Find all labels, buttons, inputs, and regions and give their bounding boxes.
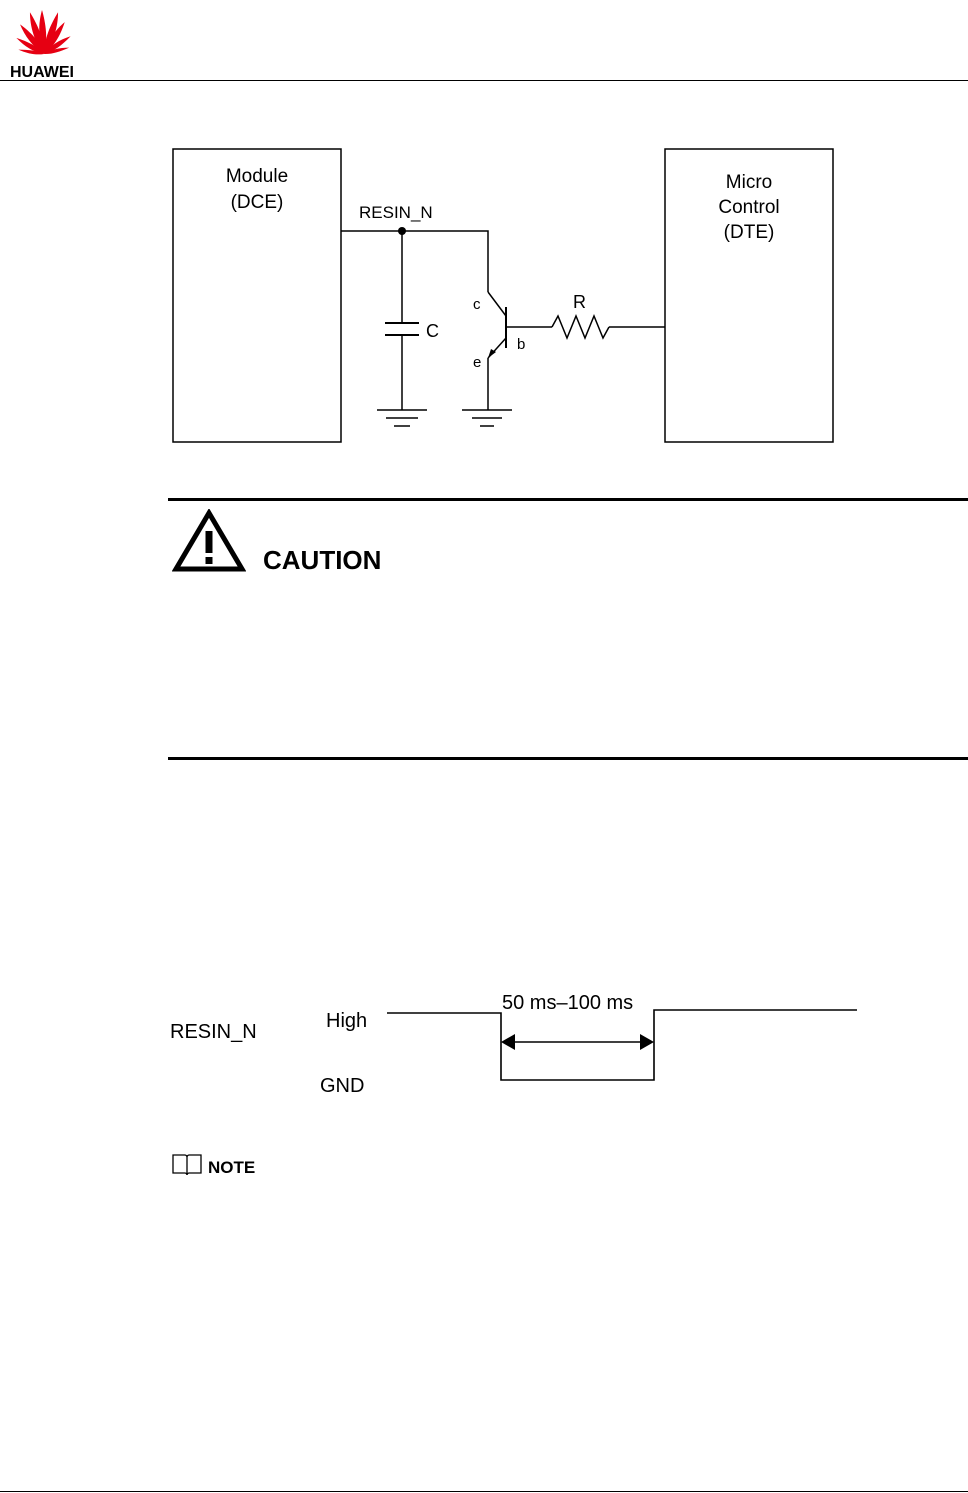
resin-wire xyxy=(341,230,489,292)
resistor-label: R xyxy=(573,292,586,312)
base-label: b xyxy=(517,336,525,353)
micro-control-box xyxy=(664,148,834,443)
module-label-1: Module xyxy=(226,166,288,187)
header-rule xyxy=(0,80,968,81)
module-box xyxy=(172,148,342,443)
pulse-arrow-right xyxy=(640,1034,654,1050)
pulse-arrow-left xyxy=(501,1034,515,1050)
book-icon xyxy=(172,1154,202,1176)
gnd-level-label: GND xyxy=(320,1075,364,1097)
high-level-label: High xyxy=(326,1010,367,1032)
note-label: NOTE xyxy=(208,1158,256,1177)
brand-wordmark: HUAWEI xyxy=(10,64,74,80)
emitter-label: e xyxy=(473,354,481,371)
pulse-duration-label: 50 ms–100 ms xyxy=(502,992,633,1014)
warning-triangle-icon xyxy=(172,509,246,572)
capacitor-label: C xyxy=(426,321,439,341)
mcu-label-2: Control xyxy=(718,197,779,218)
caution-bottom-rule xyxy=(168,757,968,760)
timing-signal-label: RESIN_N xyxy=(170,1021,257,1043)
caution-label: CAUTION xyxy=(263,545,382,575)
huawei-logo: HUAWEI xyxy=(10,10,74,80)
emitter-arrow xyxy=(488,349,496,358)
collector-label: c xyxy=(473,296,481,313)
reset-timing-diagram: RESIN_N High GND 50 ms–100 ms xyxy=(170,992,857,1097)
mcu-label-3: (DTE) xyxy=(724,222,775,243)
reset-circuit-diagram: Module (DCE) Micro Control (DTE) RESIN_N… xyxy=(172,148,834,443)
junction-dot xyxy=(398,227,406,235)
footer-rule xyxy=(0,1491,968,1492)
resin-label: RESIN_N xyxy=(359,203,433,222)
caution-top-rule xyxy=(168,498,968,501)
reset-waveform xyxy=(387,1009,857,1081)
mcu-label-1: Micro xyxy=(726,172,772,193)
module-label-2: (DCE) xyxy=(231,192,284,213)
